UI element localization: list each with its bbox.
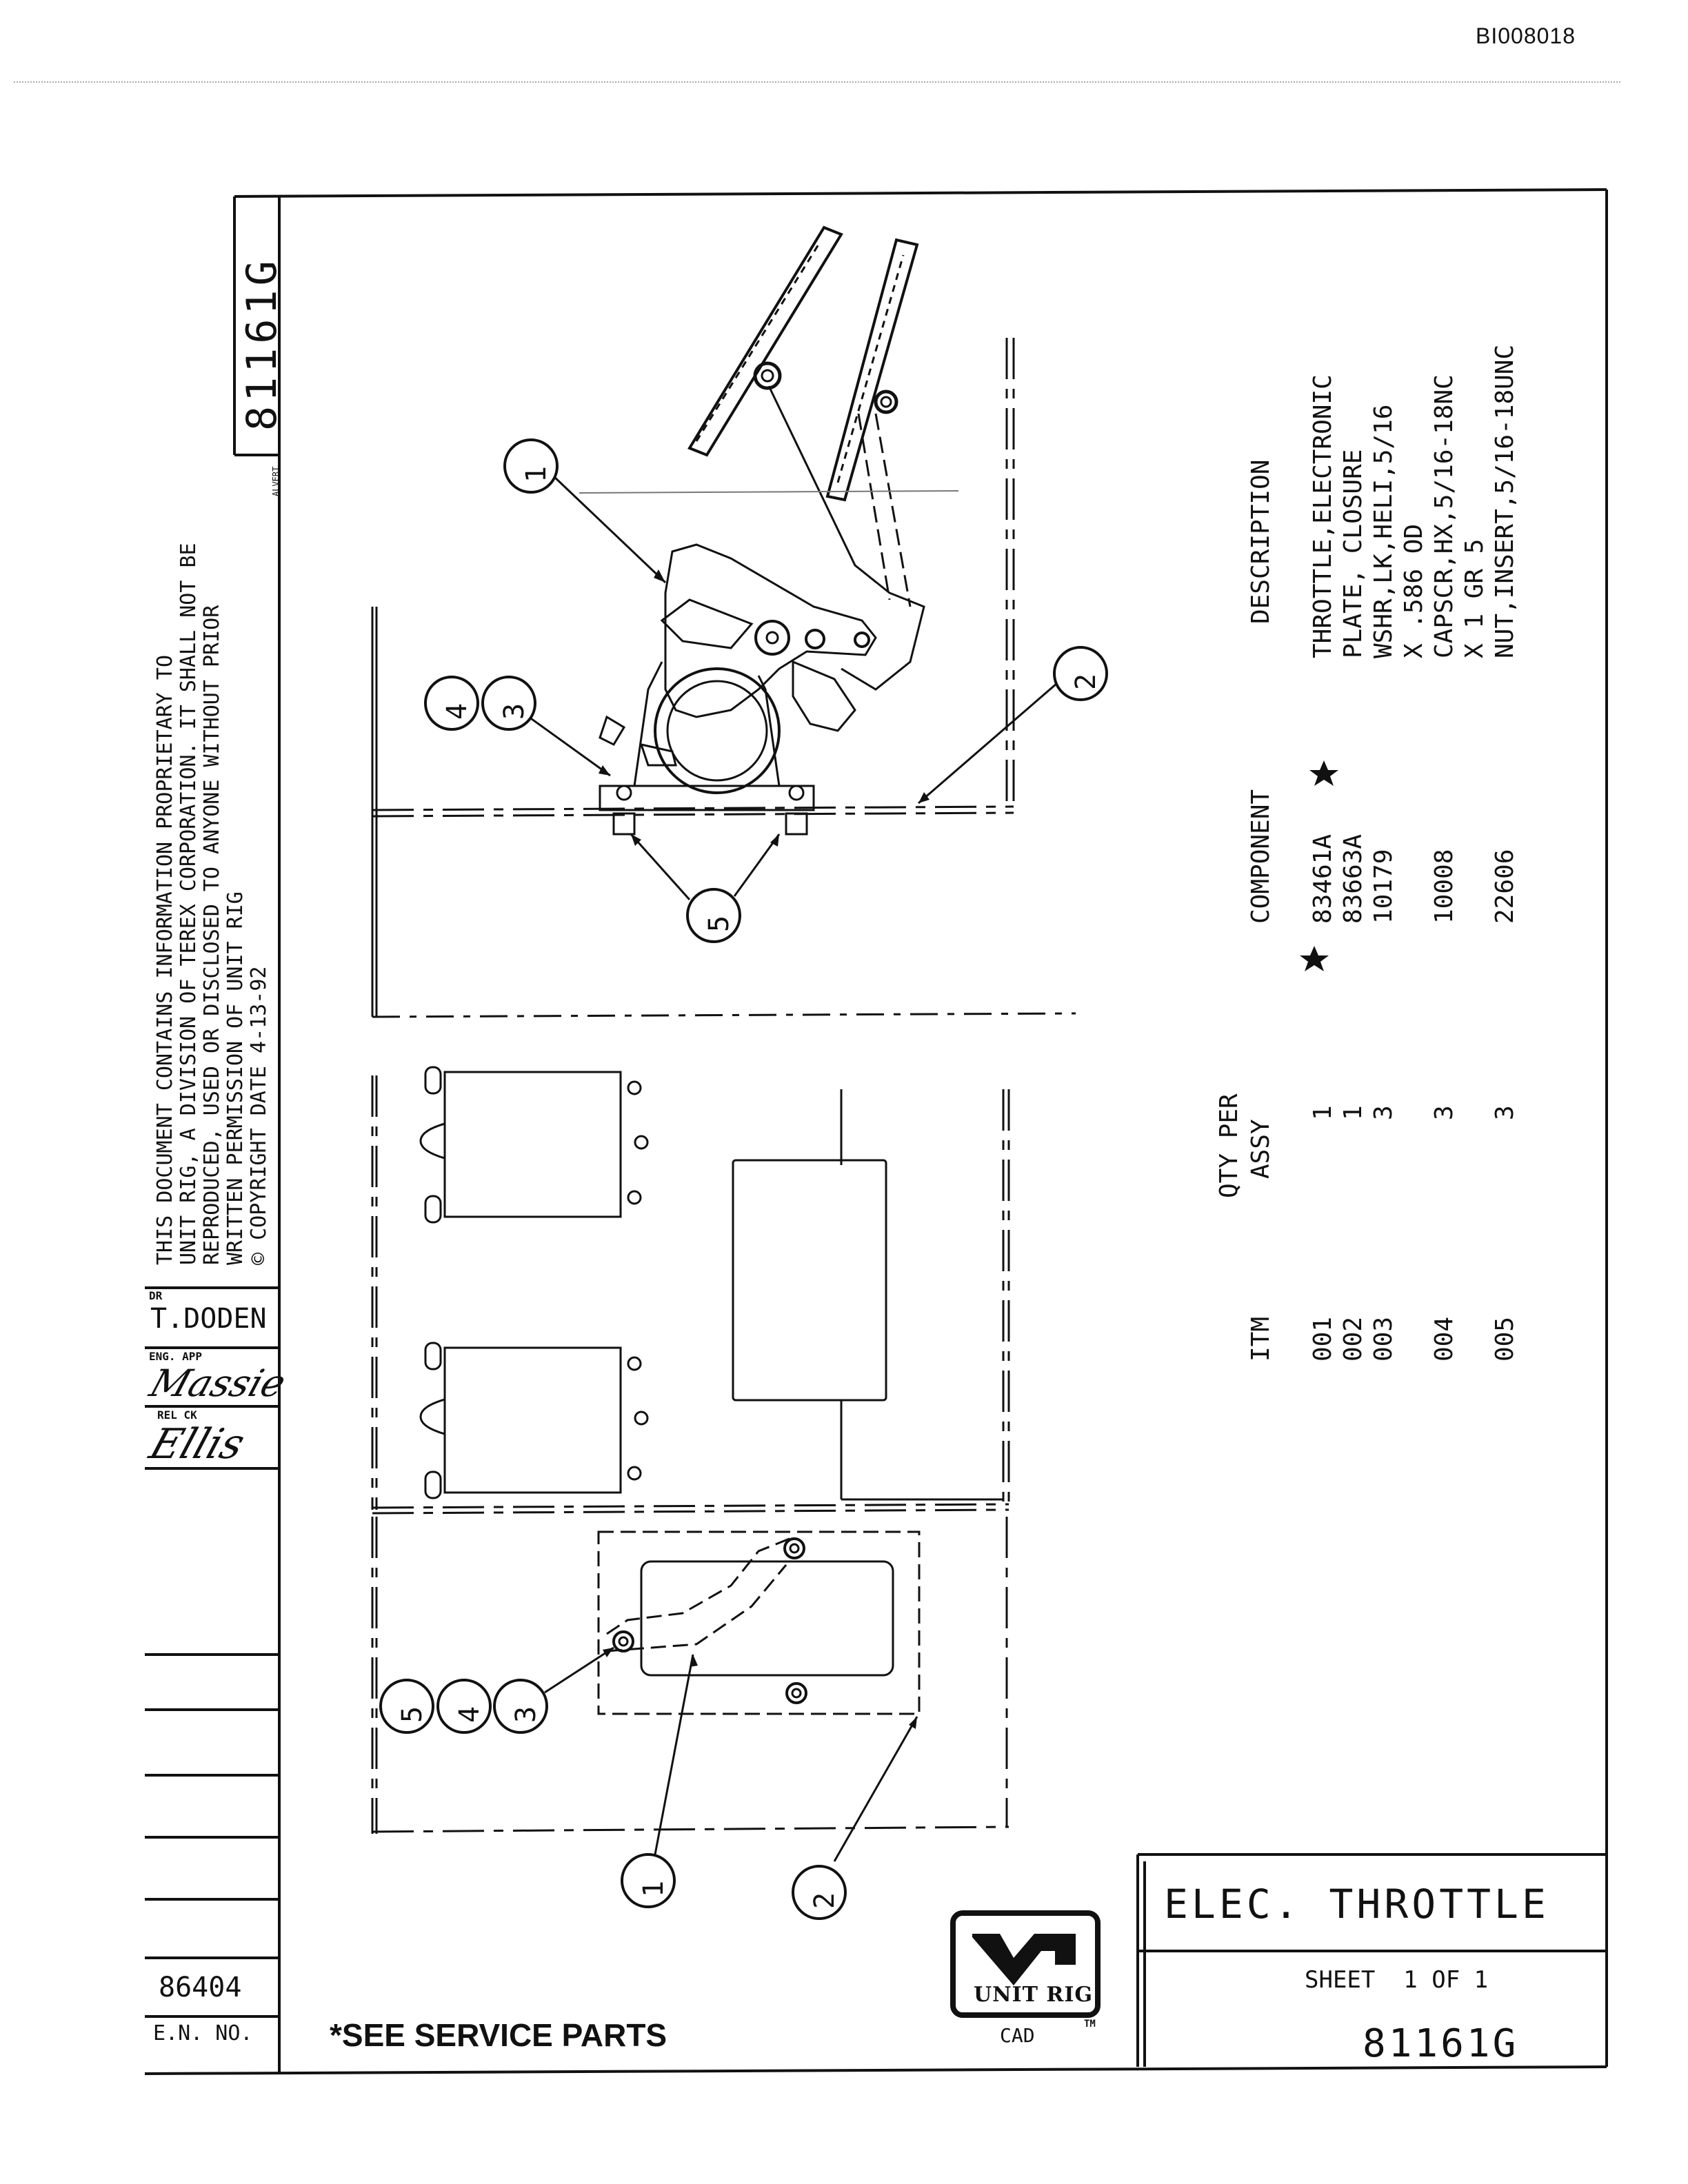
proprietary-notice-line-2: UNIT RIG, A DIVISION OF TEREX CORPORATIO… [177, 543, 201, 1265]
table-row-component: 10179 [1369, 849, 1398, 924]
en-no-value: 86404 [159, 1972, 242, 2003]
title-drawing-number: 81161G [1363, 2021, 1519, 2066]
scan-noise [14, 81, 1620, 85]
proprietary-notice-line-1: THIS DOCUMENT CONTAINS INFORMATION PROPR… [153, 654, 177, 1265]
table-row-description: WSHR,LK,HELI,5/16 [1369, 404, 1398, 658]
proprietary-notice-line-4: WRITTEN PERMISSION OF UNIT RIG [223, 891, 248, 1265]
callout-2-lower: 2 [809, 1892, 841, 1909]
callout-balloon-3-lower [493, 1679, 548, 1734]
tm-label: TM [1084, 2019, 1096, 2030]
callout-3-upper: 3 [499, 702, 530, 720]
callout-2-upper: 2 [1070, 673, 1102, 690]
star-marker [1309, 760, 1338, 786]
rel-ck-label: REL CK [157, 1408, 197, 1422]
table-row-description: NUT,INSERT,5/16-18UNC [1491, 344, 1519, 658]
callout-balloon-5-lower [379, 1679, 434, 1734]
table-row-description: THROTTLE,ELECTRONIC [1309, 374, 1337, 658]
drawing-title: ELEC. THROTTLE [1164, 1881, 1549, 1928]
table-row-component: 10008 [1430, 849, 1458, 924]
table-row-itm: 005 [1491, 1316, 1519, 1362]
table-row-itm: 004 [1430, 1316, 1458, 1362]
callout-balloon-1-lower [621, 1853, 676, 1908]
dr-name: T.DODEN [150, 1303, 267, 1335]
callout-balloon-4-upper [424, 676, 479, 731]
callout-balloon-5-upper [686, 888, 741, 943]
eng-app-label: ENG. APP [149, 1350, 203, 1363]
eng-app-signature: Massie [144, 1362, 292, 1405]
callout-5-upper: 5 [703, 915, 735, 932]
logo-text: UNIT RIG [974, 1983, 1093, 2007]
table-row-description: PLATE, CLOSURE [1339, 449, 1367, 658]
sheet-number: SHEET 1 OF 1 [1305, 1966, 1489, 1994]
en-no-label: E.N. NO. [153, 2021, 253, 2045]
table-row-itm: 001 [1309, 1316, 1337, 1362]
table-header-description: DESCRIPTION [1247, 459, 1275, 624]
table-header-qty: QTY PER [1215, 1093, 1243, 1198]
table-row-description: X .586 OD [1400, 523, 1428, 658]
proprietary-notice-line-3: REPRODUCED, USED OR DISCLOSED TO ANYONE … [200, 605, 224, 1265]
table-row-qty: 1 [1339, 1105, 1367, 1120]
table-header-component: COMPONENT [1247, 789, 1275, 924]
table-row-component: 83461A [1309, 833, 1337, 924]
table-header-itm: ITM [1247, 1316, 1275, 1362]
drawing-number-box: 81161G [238, 256, 286, 431]
callout-balloon-2-upper [1053, 646, 1108, 701]
table-row-description: CAPSCR,HX,5/16-18NC [1430, 374, 1458, 658]
footnote-service-parts: *SEE SERVICE PARTS [330, 2017, 667, 2053]
table-row-component: 83663A [1339, 833, 1367, 924]
table-row-qty: 3 [1491, 1105, 1519, 1120]
callout-5-lower: 5 [396, 1706, 428, 1723]
callout-1-lower: 1 [638, 1880, 670, 1897]
callout-4-upper: 4 [441, 702, 473, 720]
callout-1-upper: 1 [521, 465, 552, 483]
table-row-qty: 1 [1309, 1105, 1337, 1120]
callout-3-lower: 3 [510, 1706, 542, 1723]
callout-balloon-2-lower [792, 1865, 847, 1920]
cad-label: CAD [1000, 2024, 1035, 2047]
table-row-component: 22606 [1491, 849, 1519, 924]
table-row-itm: 003 [1369, 1316, 1398, 1362]
unit-rig-logo [950, 1910, 1101, 2018]
revision-label: ALVERT [271, 466, 281, 496]
table-header-qty-2: ASSY [1247, 1119, 1275, 1179]
callout-balloon-3-upper [481, 676, 536, 731]
copyright-date: © COPYRIGHT DATE 4-13-92 [247, 966, 271, 1265]
callout-4-lower: 4 [454, 1706, 485, 1723]
table-row-description: X 1 GR 5 [1460, 538, 1489, 658]
rel-ck-signature: Ellis [143, 1420, 251, 1468]
callout-balloon-1-upper [503, 438, 559, 494]
callout-balloon-4-lower [436, 1679, 492, 1734]
document-id: BI008018 [1476, 23, 1576, 48]
star-marker [1300, 946, 1329, 971]
table-row-qty: 3 [1430, 1105, 1458, 1120]
table-row-itm: 002 [1339, 1316, 1367, 1362]
dr-label: DR [149, 1289, 163, 1302]
table-row-qty: 3 [1369, 1105, 1398, 1120]
